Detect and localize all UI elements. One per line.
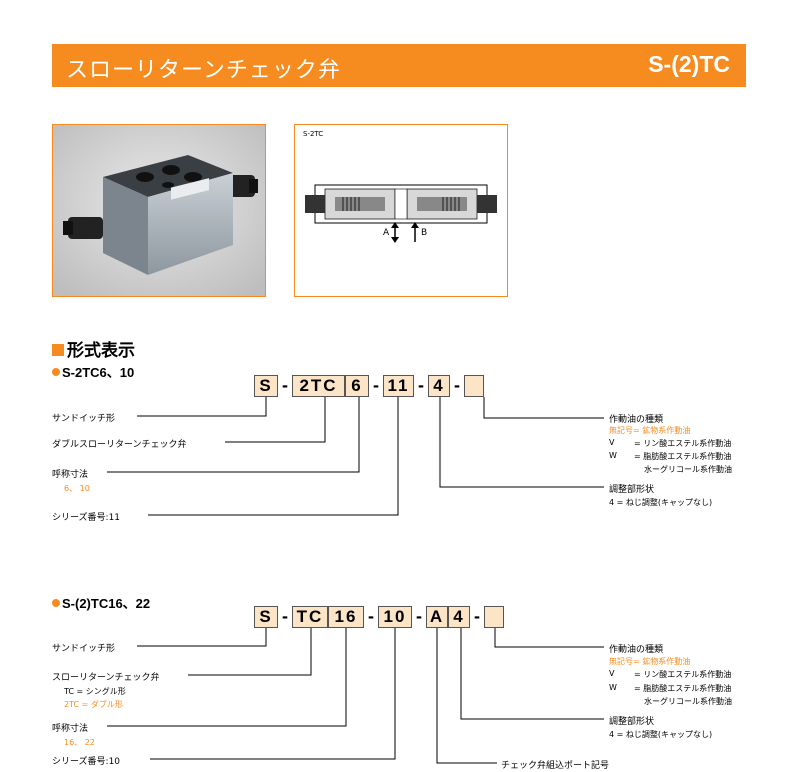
- code-dash: -: [281, 377, 289, 395]
- model2-series-label: シリーズ番号:10: [52, 757, 121, 767]
- code-dash: -: [415, 608, 423, 626]
- code-box-tc: TC: [292, 606, 328, 628]
- model1-fluid-v-val: = リン酸エステル系作動油: [634, 439, 732, 448]
- port-b-label: B: [421, 228, 428, 238]
- model2-nominal-values: 16、 22: [64, 738, 95, 747]
- code-dash: -: [281, 608, 289, 626]
- model2-fluid-w-val2: 水ーグリコール系作動油: [644, 697, 732, 706]
- code-box-series: 10: [378, 606, 412, 628]
- diagram-label: S-2TC: [303, 130, 324, 138]
- model1-nominal-label: 呼称寸法: [52, 470, 89, 480]
- code-box-s: S: [254, 606, 278, 628]
- model2-fluid-v-key: V: [609, 669, 615, 678]
- bullet-icon: [52, 368, 60, 376]
- code-box-2tc: 2TC: [292, 375, 345, 397]
- model1-fluid-none: 無記号= 鉱物系作動油: [609, 426, 691, 435]
- code-dash: -: [372, 377, 380, 395]
- model2-nominal-label: 呼称寸法: [52, 724, 89, 734]
- model2-fluid-w-key: W: [609, 683, 617, 692]
- code-box-fluid: [484, 606, 504, 628]
- model1-fluid-w-key: W: [609, 451, 617, 460]
- model2-tc-single: TC = シングル形: [64, 687, 126, 696]
- valve-photo-icon: [53, 125, 265, 296]
- model2-adjust-title: 調整部形状: [609, 717, 655, 727]
- code-box-port: A: [426, 606, 448, 628]
- cross-section-diagram: S-2TC A B: [294, 124, 508, 297]
- model2-port-label: チェック弁組込ポート記号: [501, 761, 610, 771]
- code-box-s: S: [254, 375, 278, 397]
- code-box-fluid: [464, 375, 484, 397]
- model2-subtitle: S-(2)TC16、22: [52, 593, 150, 612]
- code-dash: -: [453, 377, 461, 395]
- model1-fluid-v-key: V: [609, 438, 615, 447]
- code-dash: -: [473, 608, 481, 626]
- page-title: スローリターンチェック弁: [66, 58, 341, 83]
- header-bar: スローリターンチェック弁 S-(2)TC: [52, 44, 746, 87]
- model1-sandwich-label: サンドイッチ形: [52, 414, 116, 424]
- model1-subtitle: S-2TC6、10: [52, 362, 134, 381]
- model2-adjust-value: 4 = ねじ調整(キャップなし): [609, 730, 713, 739]
- model2-fluid-none: 無記号= 鉱物系作動油: [609, 657, 691, 666]
- square-bullet-icon: [52, 344, 64, 356]
- bullet-icon: [52, 599, 60, 607]
- model1-fluid-title: 作動油の種類: [609, 415, 664, 425]
- section-title: 形式表示: [52, 336, 135, 361]
- model1-fluid-w-val: = 脂肪酸エステル系作動油: [634, 452, 732, 461]
- code-box-size: 16: [328, 606, 364, 628]
- valve-section-icon: [305, 184, 497, 243]
- code-dash: -: [367, 608, 375, 626]
- model2-slow-label: スローリターンチェック弁: [52, 673, 160, 683]
- code-dash: -: [417, 377, 425, 395]
- model1-series-label: シリーズ番号:11: [52, 513, 121, 523]
- model2-code-boxes: S - TC 16 - 10 - A 4 -: [254, 606, 524, 628]
- code-box-size: 6: [345, 375, 369, 397]
- model1-fluid-w-val2: 水ーグリコール系作動油: [644, 465, 732, 474]
- code-box-adjust: 4: [448, 606, 470, 628]
- model1-double-label: ダブルスローリターンチェック弁: [52, 440, 187, 450]
- model2-fluid-title: 作動油の種類: [609, 645, 664, 655]
- model1-code-boxes: S - 2TC 6 - 11 - 4 -: [254, 375, 494, 397]
- model2-sandwich-label: サンドイッチ形: [52, 644, 116, 654]
- code-box-series: 11: [383, 375, 414, 397]
- model2-tc-double: 2TC = ダブル形: [64, 700, 123, 709]
- model1-adjust-title: 調整部形状: [609, 485, 655, 495]
- product-photo: [52, 124, 266, 297]
- model2-fluid-w-val: = 脂肪酸エステル系作動油: [634, 684, 732, 693]
- model-code: S-(2)TC: [648, 51, 730, 77]
- code-box-adjust: 4: [428, 375, 450, 397]
- model1-adjust-value: 4 = ねじ調整(キャップなし): [609, 498, 713, 507]
- port-a-label: A: [383, 228, 390, 238]
- model1-nominal-values: 6、 10: [64, 484, 90, 493]
- model2-fluid-v-val: = リン酸エステル系作動油: [634, 670, 732, 679]
